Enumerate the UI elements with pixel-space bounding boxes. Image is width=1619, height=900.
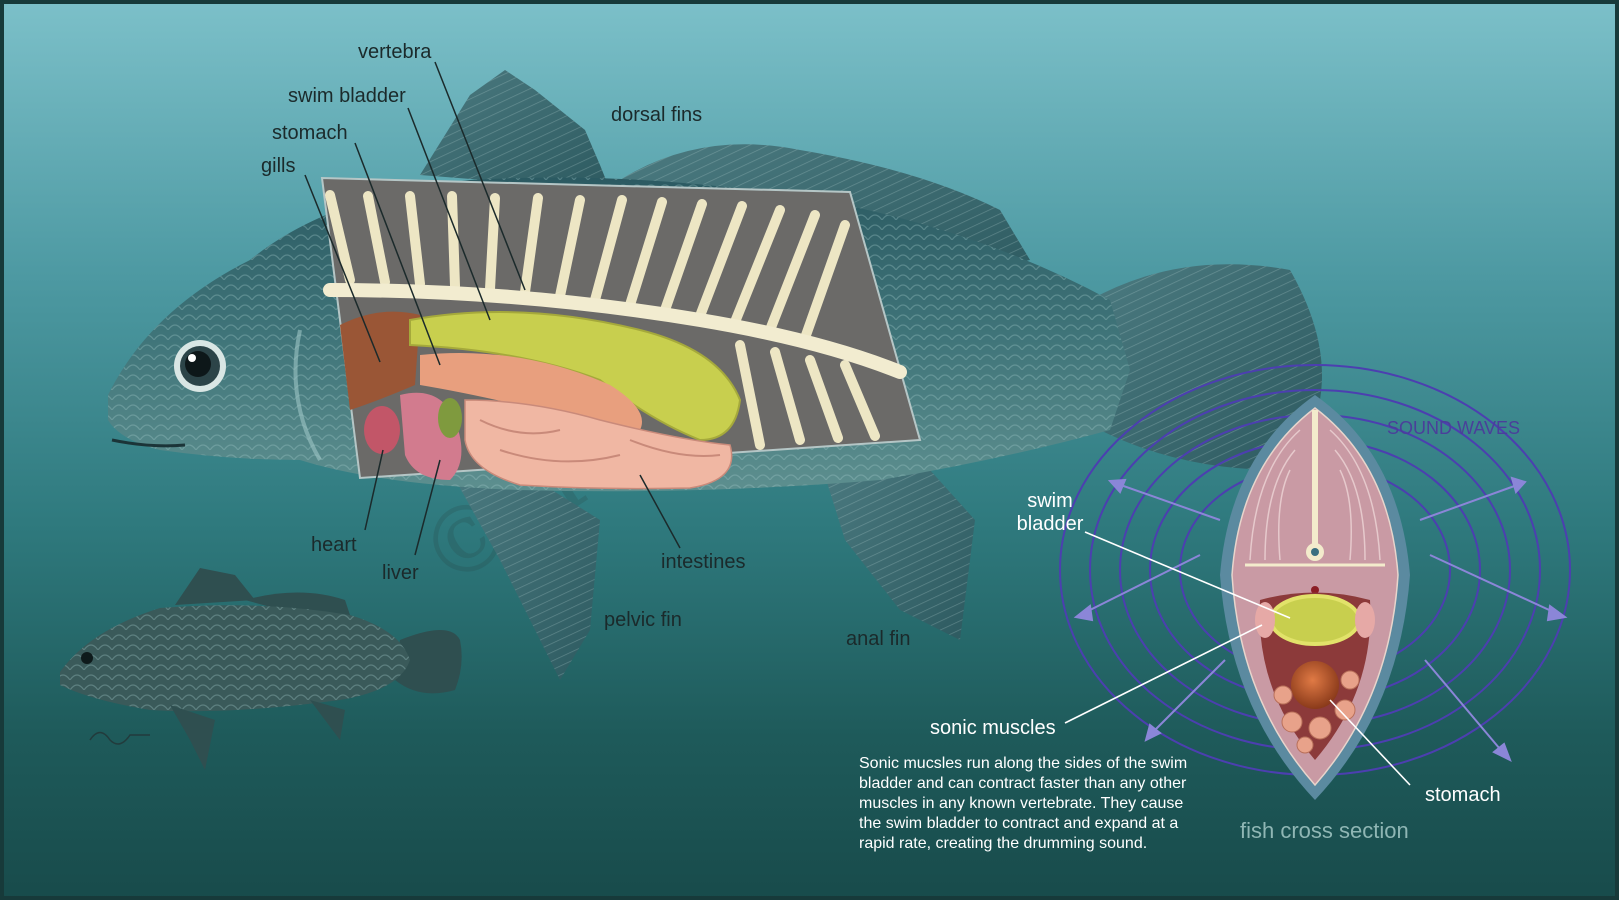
vertebral-column [323,283,907,379]
label-xs-swim-bladder-line2: bladder [1016,513,1084,535]
label-heart: heart [311,534,357,556]
sound-wave-arrows [1073,476,1568,763]
cross-section-swim-bladder [1269,594,1361,646]
fish-eye [174,340,226,392]
anatomy-cutaway [320,176,922,490]
label-intestines: intestines [661,551,746,573]
label-swim-bladder: swim bladder [288,85,406,107]
sonic-muscles-caption: Sonic mucsles run along the sides of the… [859,755,1188,852]
gall-bladder [438,398,462,438]
cross-section-leaders [1064,531,1411,786]
intestines-organ [464,399,733,490]
label-dorsal-fins: dorsal fins [611,104,703,126]
label-pelvic-fin: pelvic fin [604,609,682,631]
small-fish [60,568,462,770]
cross-section-title: fish cross section [1240,818,1409,843]
label-xs-stomach: stomach [1425,784,1501,806]
heart-organ [364,406,400,454]
sonic-muscle-right [1355,602,1375,638]
sonic-muscle-left [1255,602,1275,638]
label-sonic-muscles: sonic muscles [930,717,1056,739]
cross-section-diagram [1059,364,1571,800]
stomach-organ [420,353,642,430]
label-xs-swim-bladder: swim bladder [1008,490,1092,536]
artist-signature [89,731,150,745]
main-fish [108,61,1322,680]
label-stomach: stomach [272,122,348,144]
label-liver: liver [382,562,419,584]
label-anal-fin: anal fin [846,628,911,650]
leader-lines [304,61,681,556]
label-sound-waves: SOUND WAVES [1387,418,1521,438]
cross-section-stomach [1291,661,1339,709]
label-gills: gills [261,155,296,177]
label-vertebra: vertebra [358,41,432,63]
label-xs-swim-bladder-line1: swim [1027,490,1073,512]
